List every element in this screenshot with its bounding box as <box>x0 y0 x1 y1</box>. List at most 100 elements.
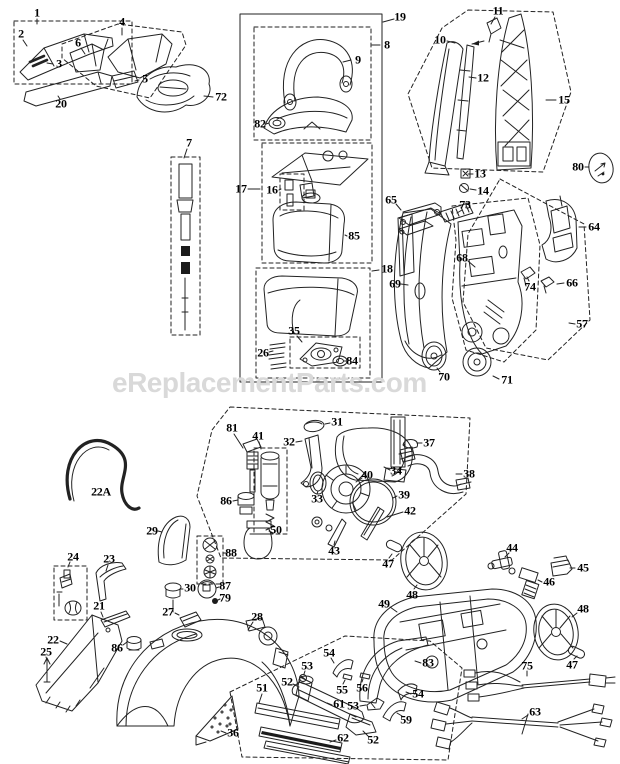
leader-line-12 <box>468 76 477 79</box>
part-callout-86: 86 <box>111 640 123 655</box>
part-callout-6: 6 <box>75 35 81 50</box>
leader-line-49 <box>389 606 398 613</box>
group-knob-30 <box>164 582 182 613</box>
group-screws-88 <box>196 535 224 585</box>
part-callout-45: 45 <box>577 560 589 575</box>
part-callout-24: 24 <box>67 549 79 564</box>
leader-line-18 <box>371 269 380 272</box>
group-small-rings <box>311 516 333 532</box>
group-tube-59 <box>382 701 407 722</box>
part-callout-33: 33 <box>311 491 323 506</box>
part-callout-18: 18 <box>381 261 393 276</box>
leader-line-5 <box>134 79 140 82</box>
part-callout-63: 63 <box>529 704 541 719</box>
part-callout-46: 46 <box>543 574 555 589</box>
leader-line-11 <box>490 16 496 25</box>
group-wedge-43 <box>327 518 347 548</box>
group-small-74 <box>520 266 536 287</box>
group-pin-25 <box>43 657 51 683</box>
group-tube-54a <box>332 659 354 678</box>
leader-line-59 <box>396 712 403 717</box>
part-callout-51: 51 <box>256 680 268 695</box>
part-callout-25: 25 <box>40 644 52 659</box>
part-callout-64: 64 <box>588 219 600 234</box>
part-callout-34: 34 <box>390 463 402 478</box>
leader-line-68 <box>467 260 476 268</box>
group-belt-22a <box>65 438 141 511</box>
part-callout-20: 20 <box>55 96 67 111</box>
part-callout-49: 49 <box>378 596 390 611</box>
leader-line-55 <box>342 679 346 685</box>
leader-line-3 <box>46 62 54 65</box>
leader-line-43 <box>333 540 336 546</box>
part-callout-85: 85 <box>348 228 360 243</box>
part-callout-57: 57 <box>576 316 588 331</box>
leader-line-86 <box>232 499 239 502</box>
leader-line-2 <box>22 39 28 47</box>
callout-leader-lines <box>22 16 590 743</box>
group-squeegee-bar <box>263 740 351 764</box>
part-callout-10: 10 <box>434 32 446 47</box>
part-callout-82: 82 <box>254 116 266 131</box>
part-callout-19: 19 <box>394 9 406 24</box>
leader-line-48 <box>413 584 418 590</box>
group-dark-strip-62 <box>258 726 343 753</box>
leader-line-61 <box>326 702 333 706</box>
group-wheel-48b <box>533 603 579 661</box>
part-callout-59: 59 <box>400 712 412 727</box>
part-callout-61: 61 <box>333 696 345 711</box>
part-callout-62: 62 <box>337 730 349 745</box>
leader-line-25 <box>45 656 48 661</box>
part-callout-14: 14 <box>477 183 489 198</box>
leader-line-20 <box>57 95 61 100</box>
group-wheel-48a <box>400 531 448 591</box>
part-callout-55: 55 <box>336 682 348 697</box>
part-callout-38: 38 <box>463 466 475 481</box>
leader-line-62 <box>329 739 337 743</box>
part-callout-2: 2 <box>18 26 24 41</box>
part-callout-31: 31 <box>331 414 343 429</box>
group-tank-lid-17 <box>261 142 373 264</box>
leader-line-72 <box>203 95 214 98</box>
part-callout-7: 7 <box>186 135 192 150</box>
part-callout-88: 88 <box>225 545 237 560</box>
leader-line-52 <box>362 730 369 737</box>
leader-line-21 <box>100 611 104 618</box>
leader-line-42 <box>386 511 404 518</box>
part-callout-74: 74 <box>524 279 536 294</box>
part-callout-52: 52 <box>367 732 379 747</box>
leader-line-28 <box>247 621 254 631</box>
leader-line-69 <box>400 283 409 286</box>
part-callout-11: 11 <box>492 3 504 18</box>
group-handle-rod-7 <box>170 156 201 336</box>
leader-line-48 <box>571 612 578 618</box>
part-callout-47: 47 <box>382 556 394 571</box>
leader-line-10 <box>446 40 456 44</box>
leader-line-40 <box>355 477 363 483</box>
leader-line-53 <box>303 670 306 675</box>
part-callout-36: 36 <box>227 725 239 740</box>
part-callout-72: 72 <box>215 89 227 104</box>
group-connector-46 <box>518 567 540 600</box>
group-badge-80 <box>588 152 614 184</box>
leader-line-82 <box>265 122 270 125</box>
part-callout-50: 50 <box>270 522 282 537</box>
leader-line-54 <box>405 691 412 695</box>
part-callout-4: 4 <box>119 14 125 29</box>
part-callout-1: 1 <box>34 5 40 20</box>
group-base-49 <box>373 588 537 703</box>
leader-line-81 <box>233 433 244 449</box>
leader-line-47 <box>573 655 578 660</box>
part-callout-56: 56 <box>356 680 368 695</box>
part-callout-54: 54 <box>412 686 424 701</box>
leader-line-63 <box>521 714 529 720</box>
part-callout-71: 71 <box>501 372 513 387</box>
part-callout-3: 3 <box>56 56 62 71</box>
leader-line-27 <box>174 612 180 616</box>
part-callout-12: 12 <box>477 70 489 85</box>
part-callout-65: 65 <box>385 192 397 207</box>
group-valve-44 <box>487 550 516 575</box>
part-callout-15: 15 <box>558 92 570 107</box>
group-brush-51 <box>254 702 341 730</box>
